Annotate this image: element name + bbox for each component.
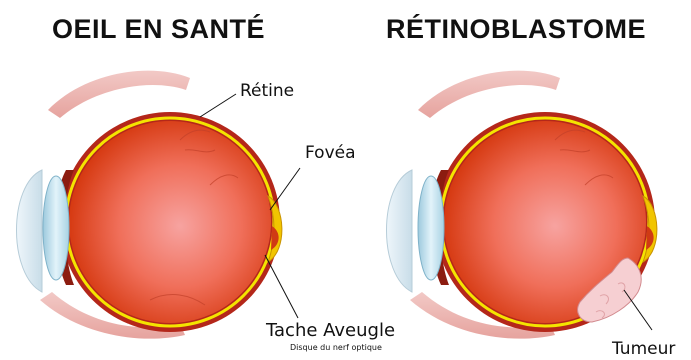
- label-blind-spot: Tache Aveugle: [265, 320, 395, 341]
- retinoblastoma-eye: Tumeur: [387, 71, 676, 359]
- cornea: [387, 170, 413, 292]
- label-optic-disc: Disque du nerf optique: [290, 343, 382, 352]
- cornea: [17, 170, 43, 292]
- label-tumor: Tumeur: [611, 339, 675, 359]
- label-retina: Rétine: [240, 81, 294, 101]
- label-fovea: Fovéa: [305, 143, 356, 163]
- pointer-retina: [200, 94, 236, 117]
- upper-eyelid: [48, 71, 190, 118]
- lens: [43, 176, 69, 280]
- pointer-blind-spot: [265, 255, 298, 318]
- pointer-tumor: [624, 290, 652, 330]
- upper-eyelid: [418, 71, 560, 118]
- eyeball: [69, 121, 271, 323]
- healthy-eye: Rétine Fovéa Tache Aveugle Disque du ner…: [17, 71, 396, 352]
- lens: [418, 176, 444, 280]
